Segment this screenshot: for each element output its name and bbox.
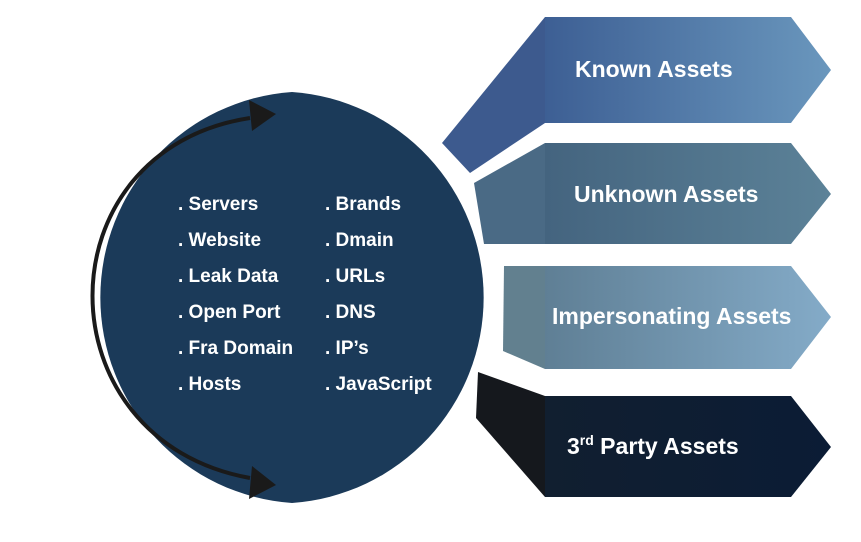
item-brands: . Brands xyxy=(325,194,401,215)
known-assets-banner xyxy=(545,17,831,123)
third-party-assets-wedge xyxy=(476,372,545,497)
unknown-assets-label: Unknown Assets xyxy=(574,181,758,207)
item-javascript: . JavaScript xyxy=(325,374,432,395)
left-item-list: . Servers . Website . Leak Data . Open P… xyxy=(178,194,293,395)
asset-circle-left xyxy=(100,92,292,503)
impersonating-assets-banner xyxy=(545,266,831,369)
third-party-assets-banner xyxy=(545,396,831,497)
asset-circle xyxy=(292,92,484,503)
third-party-rest: Party Assets xyxy=(594,433,739,459)
item-leak-data: . Leak Data xyxy=(178,266,279,287)
impersonating-assets-label: Impersonating Assets xyxy=(552,303,791,329)
item-fra-domain: . Fra Domain xyxy=(178,338,293,359)
right-item-list: . Brands . Dmain . URLs . DNS . IP’s . J… xyxy=(325,194,432,395)
third-party-superscript: rd xyxy=(580,432,594,448)
item-servers: . Servers xyxy=(178,194,258,215)
item-ips: . IP’s xyxy=(325,338,369,359)
item-hosts: . Hosts xyxy=(178,374,241,395)
item-dmain: . Dmain xyxy=(325,230,394,251)
known-assets-label: Known Assets xyxy=(575,56,733,82)
unknown-assets-banner xyxy=(545,143,831,244)
known-assets-wedge xyxy=(442,17,545,173)
unknown-assets-wedge xyxy=(474,143,545,244)
item-dns: . DNS xyxy=(325,302,376,323)
cycle-arrow xyxy=(90,116,251,480)
item-website: . Website xyxy=(178,230,261,251)
third-party-number: 3 xyxy=(567,433,580,459)
item-urls: . URLs xyxy=(325,266,385,287)
impersonating-assets-wedge xyxy=(503,266,545,369)
third-party-assets-label: 3rd Party Assets xyxy=(567,432,739,459)
arrowhead-bottom-icon xyxy=(249,466,276,499)
arrowhead-top-icon xyxy=(249,100,276,131)
item-open-port: . Open Port xyxy=(178,302,281,323)
